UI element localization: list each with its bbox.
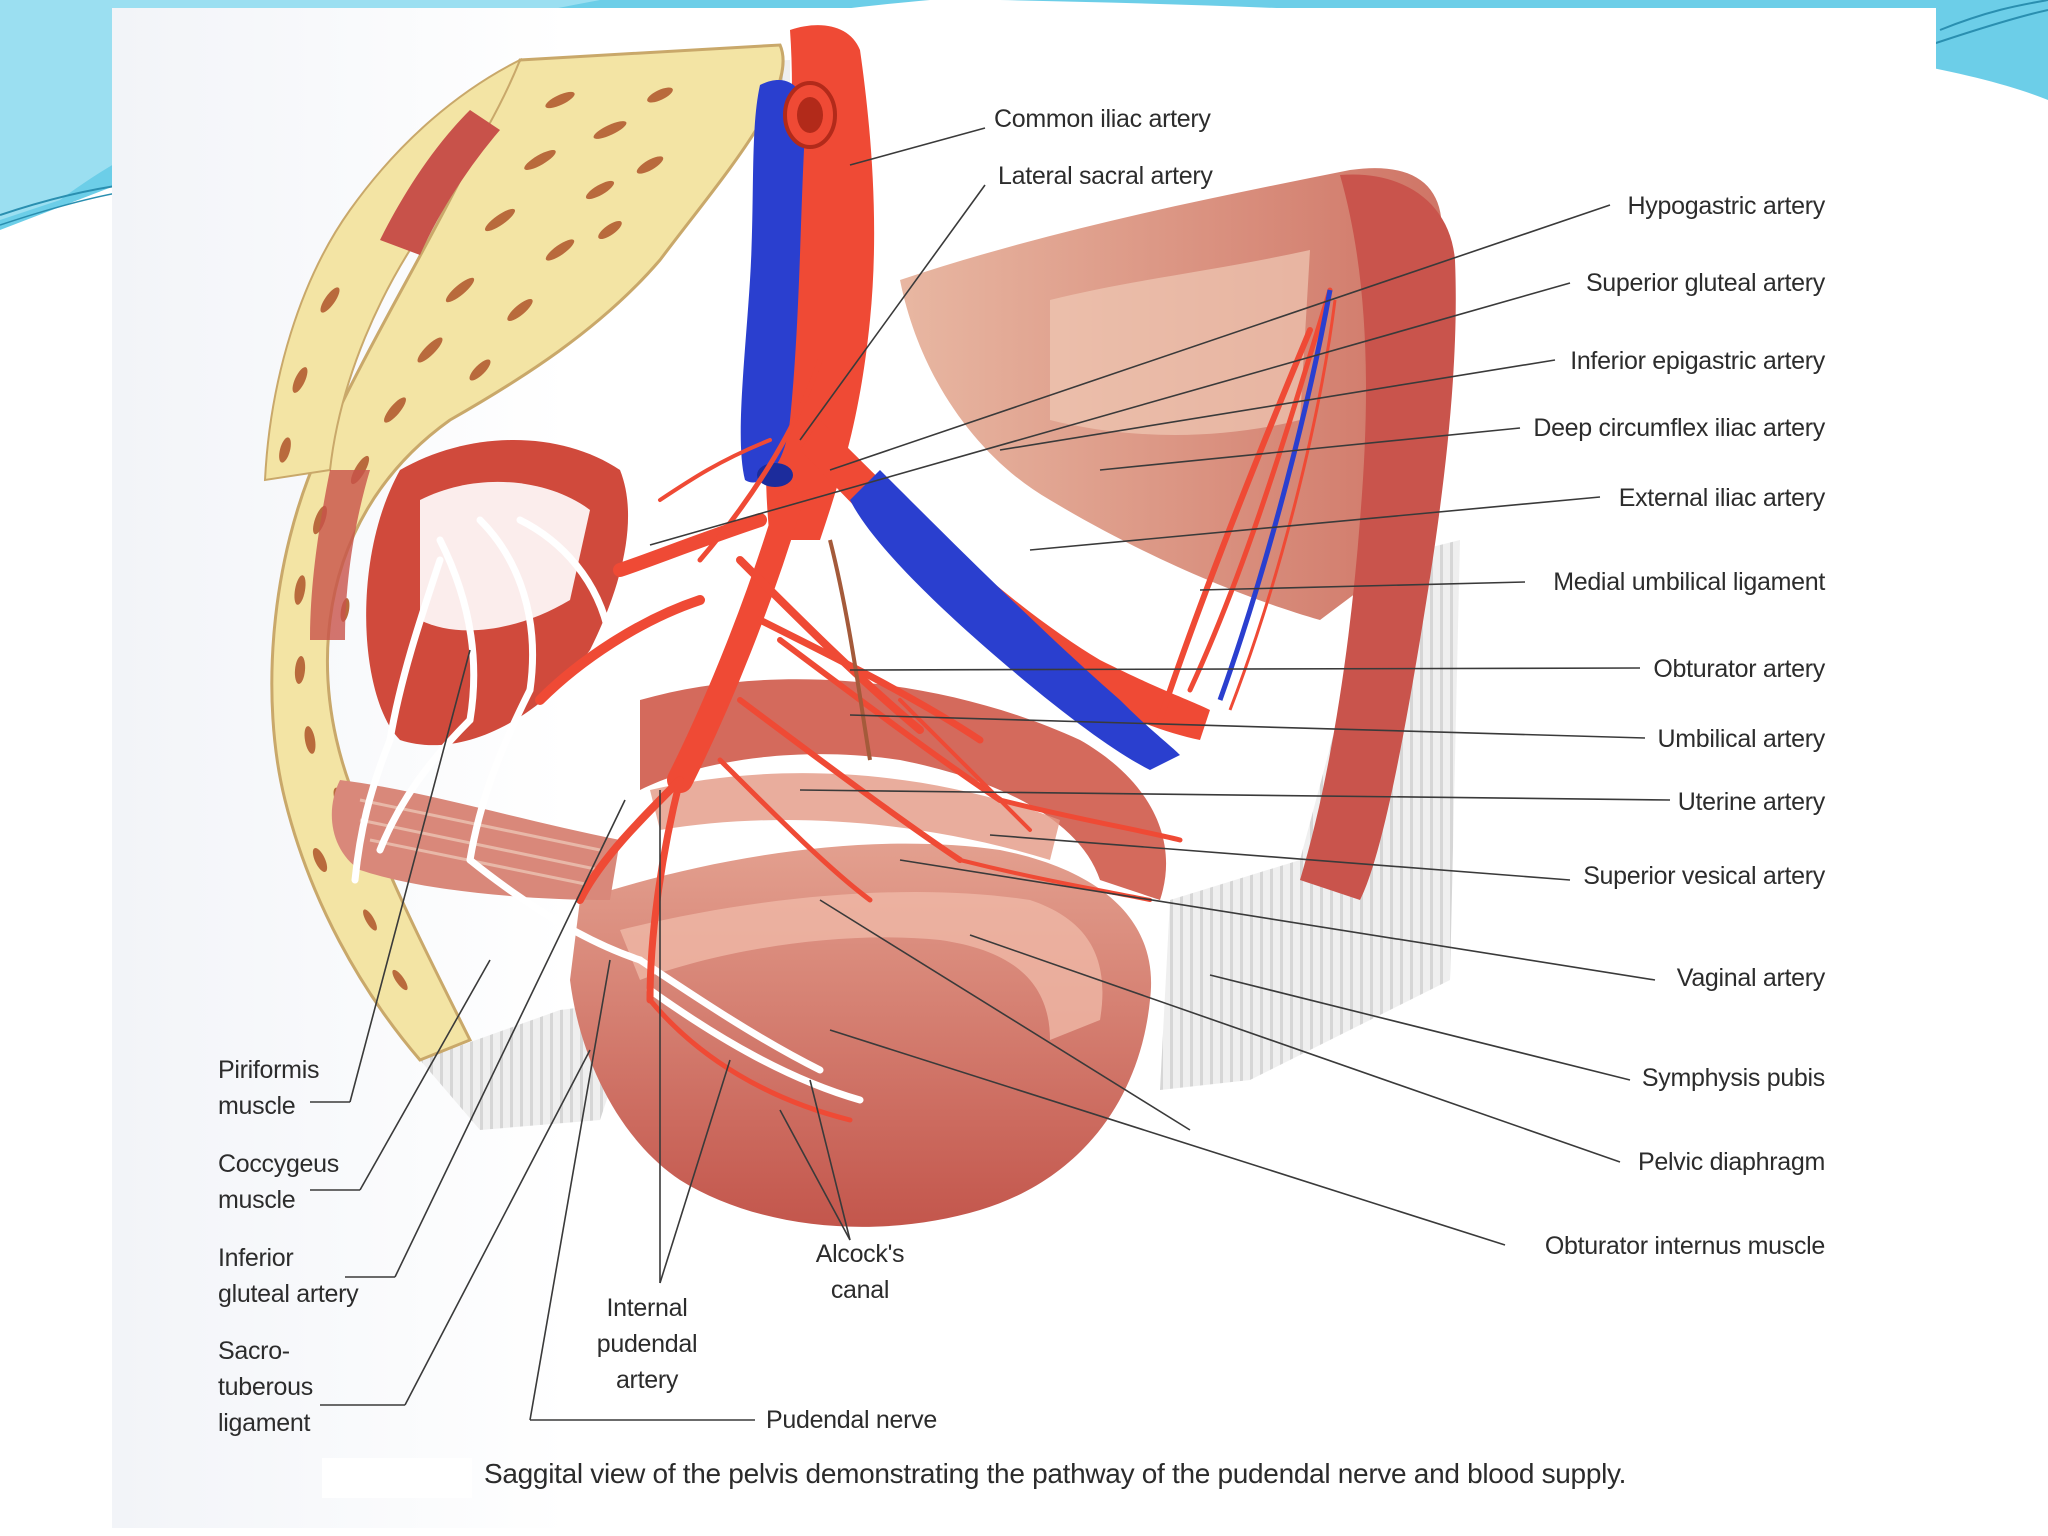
label-symphysis-pubis: Symphysis pubis bbox=[1641, 1064, 1825, 1092]
pelvis-illustration bbox=[263, 25, 1671, 1421]
label-line: Sacro- bbox=[218, 1337, 290, 1365]
label-umbilical-artery: Umbilical artery bbox=[1657, 725, 1826, 753]
label-pelvic-diaphragm: Pelvic diaphragm bbox=[1638, 1148, 1825, 1176]
figure-caption: Saggital view of the pelvis demonstratin… bbox=[484, 1458, 1627, 1489]
label-line: pudendal bbox=[596, 1330, 698, 1358]
label-obturator-internus-muscle: Obturator internus muscle bbox=[1544, 1232, 1825, 1260]
label-deep-circumflex-iliac-artery: Deep circumflex iliac artery bbox=[1533, 414, 1825, 442]
label-line: Coccygeus bbox=[218, 1150, 339, 1178]
label-piriformis-muscle: Piriformis muscle bbox=[218, 1052, 319, 1124]
label-vaginal-artery: Vaginal artery bbox=[1676, 964, 1826, 992]
sacral-plexus bbox=[351, 516, 864, 1104]
label-line: Inferior bbox=[218, 1244, 294, 1272]
label-obturator-artery: Obturator artery bbox=[1653, 655, 1825, 683]
label-line: muscle bbox=[218, 1092, 296, 1120]
caption-mask bbox=[322, 1458, 472, 1498]
label-inferior-epigastric-artery: Inferior epigastric artery bbox=[1570, 347, 1825, 375]
sacral-muscle-band bbox=[380, 110, 500, 255]
common-iliac-vein bbox=[740, 80, 806, 483]
label-internal-pudendal-artery: Internal pudendal artery bbox=[582, 1290, 712, 1398]
label-hypogastric-artery: Hypogastric artery bbox=[1627, 192, 1826, 220]
sacrum-bone bbox=[270, 43, 785, 1062]
label-medial-umbilical-ligament: Medial umbilical ligament bbox=[1553, 568, 1825, 596]
label-line: canal bbox=[830, 1276, 890, 1304]
label-alcocks-canal: Alcock's canal bbox=[800, 1236, 920, 1308]
label-line: Alcock's bbox=[815, 1240, 905, 1268]
label-line: Internal bbox=[606, 1294, 688, 1322]
external-iliac-vein bbox=[850, 470, 1180, 770]
external-iliac-artery bbox=[800, 420, 1210, 740]
leader-lines bbox=[310, 127, 1671, 1421]
abdominal-wall bbox=[1300, 174, 1456, 900]
label-superior-vesical-artery: Superior vesical artery bbox=[1583, 862, 1825, 890]
label-common-iliac-artery: Common iliac artery bbox=[994, 105, 1211, 133]
label-coccygeus-muscle: Coccygeus muscle bbox=[218, 1146, 339, 1218]
label-line: gluteal artery bbox=[218, 1280, 359, 1308]
label-superior-gluteal-artery: Superior gluteal artery bbox=[1585, 269, 1825, 297]
label-line: artery bbox=[615, 1366, 679, 1394]
label-pudendal-nerve: Pudendal nerve bbox=[766, 1406, 937, 1434]
label-inferior-gluteal-artery: Inferior gluteal artery bbox=[218, 1240, 359, 1312]
label-line: Piriformis bbox=[218, 1056, 320, 1084]
obturator-internus bbox=[640, 679, 1167, 900]
label-external-iliac-artery: External iliac artery bbox=[1618, 484, 1826, 512]
label-sacrotuberous-ligament: Sacro- tuberous ligament bbox=[218, 1333, 313, 1441]
label-line: ligament bbox=[218, 1409, 311, 1437]
label-line: tuberous bbox=[218, 1373, 313, 1401]
label-uterine-artery: Uterine artery bbox=[1677, 788, 1826, 816]
inferior-epigastric-vein bbox=[1217, 289, 1333, 701]
arterial-branches bbox=[535, 287, 1333, 1123]
label-line: muscle bbox=[218, 1186, 296, 1214]
bone-texture bbox=[279, 87, 673, 991]
label-lateral-sacral-artery: Lateral sacral artery bbox=[998, 162, 1213, 190]
